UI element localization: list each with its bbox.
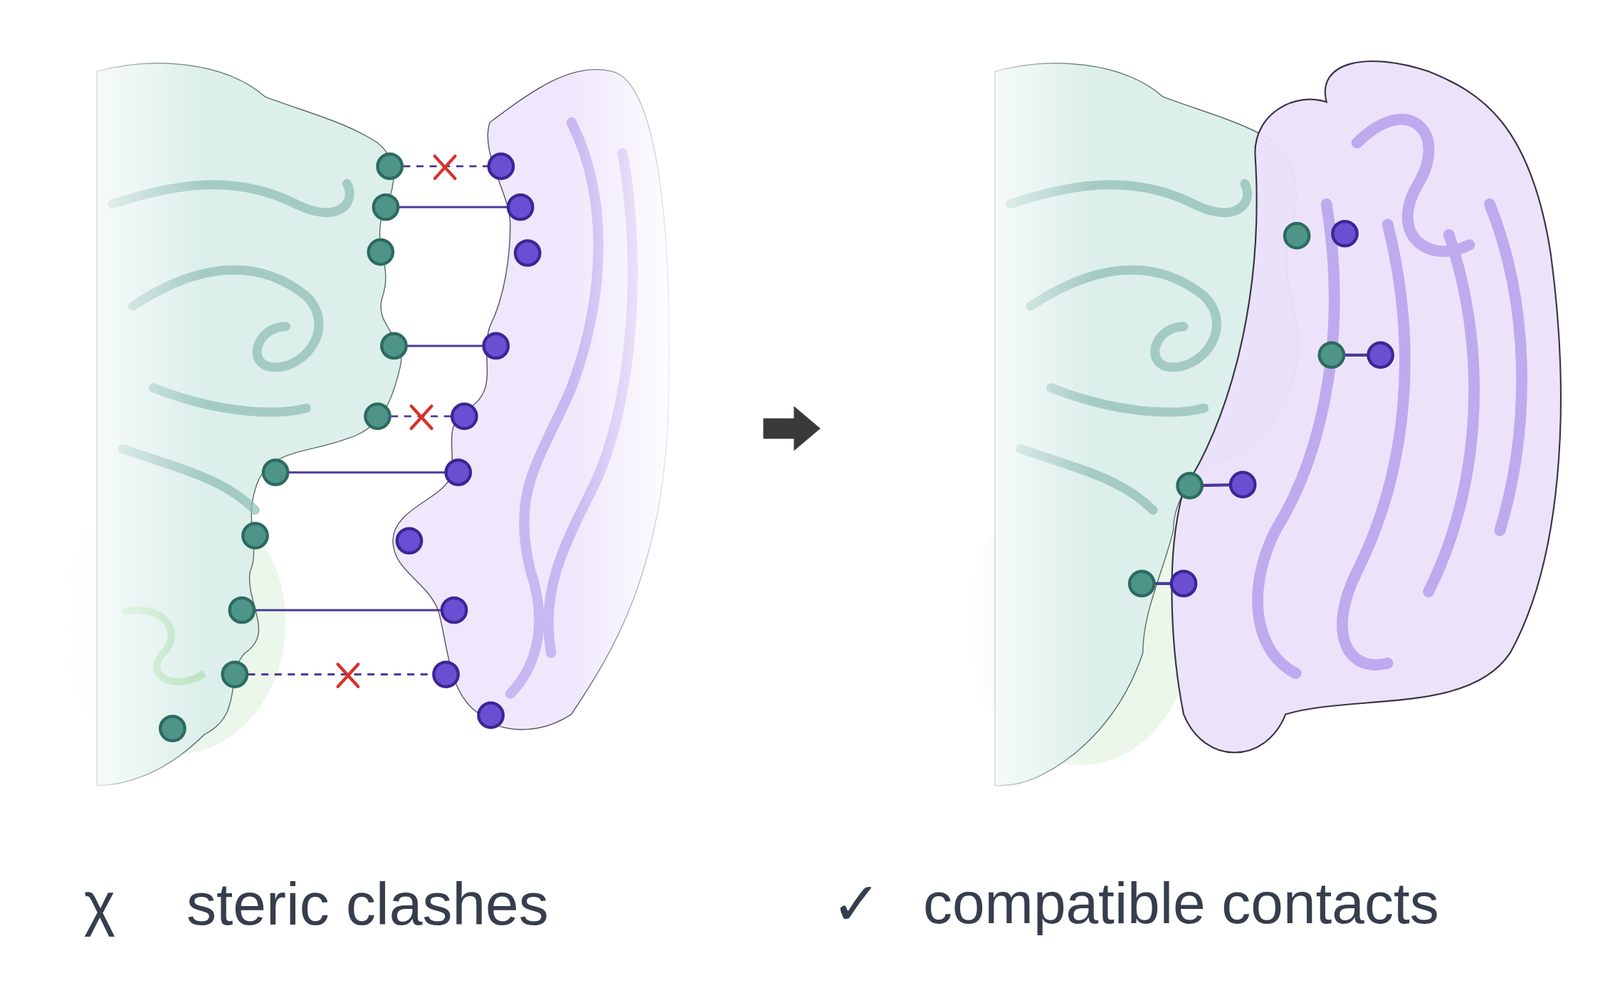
contact-lines xyxy=(241,207,521,610)
clash-marks xyxy=(338,155,456,687)
right-panel xyxy=(959,40,1561,816)
purple-residues xyxy=(397,153,541,728)
panel-caption: steric clashes xyxy=(186,874,549,934)
transition-arrow xyxy=(762,406,820,452)
status-mark: χ xyxy=(83,874,116,934)
purple-ribbons xyxy=(1257,119,1522,674)
contact-lines xyxy=(1141,355,1381,584)
purple-residues xyxy=(1171,221,1393,596)
purple-surface xyxy=(1171,61,1561,753)
teal-residues xyxy=(1129,223,1344,596)
left-panel xyxy=(61,40,684,816)
clash-lines xyxy=(234,166,502,675)
status-mark: ✓ xyxy=(831,874,882,934)
panel-caption: compatible contacts xyxy=(923,874,1440,933)
teal-residues xyxy=(160,153,406,741)
